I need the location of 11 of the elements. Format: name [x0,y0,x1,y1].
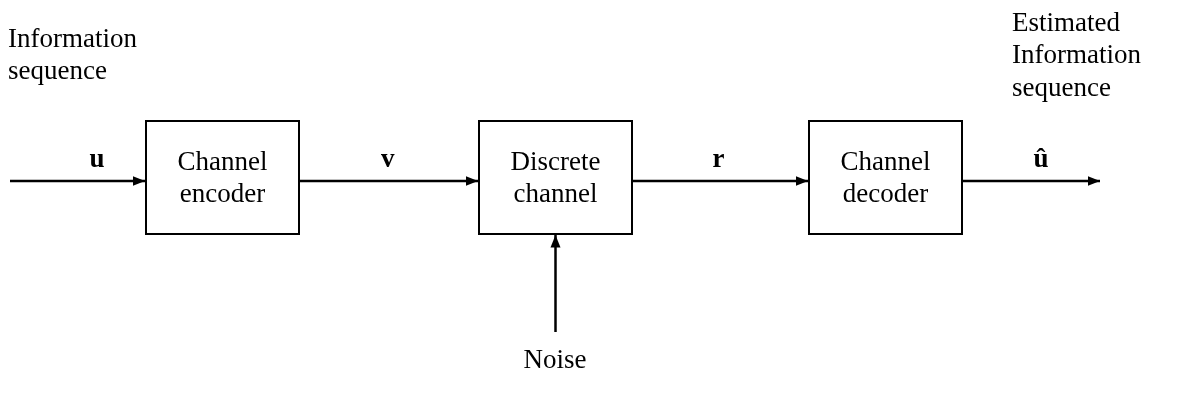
process-box: Channel encoder [145,120,300,235]
arrow [300,176,478,186]
signal-label: Estimated Information sequence [1012,6,1142,104]
signal-label: Information sequence [8,22,138,87]
arrow [633,176,808,186]
process-box: Channel decoder [808,120,963,235]
input-label: Noise [520,340,590,380]
arrow [963,176,1100,186]
arrow [10,176,145,186]
process-box: Discrete channel [478,120,633,235]
arrow [550,235,561,332]
